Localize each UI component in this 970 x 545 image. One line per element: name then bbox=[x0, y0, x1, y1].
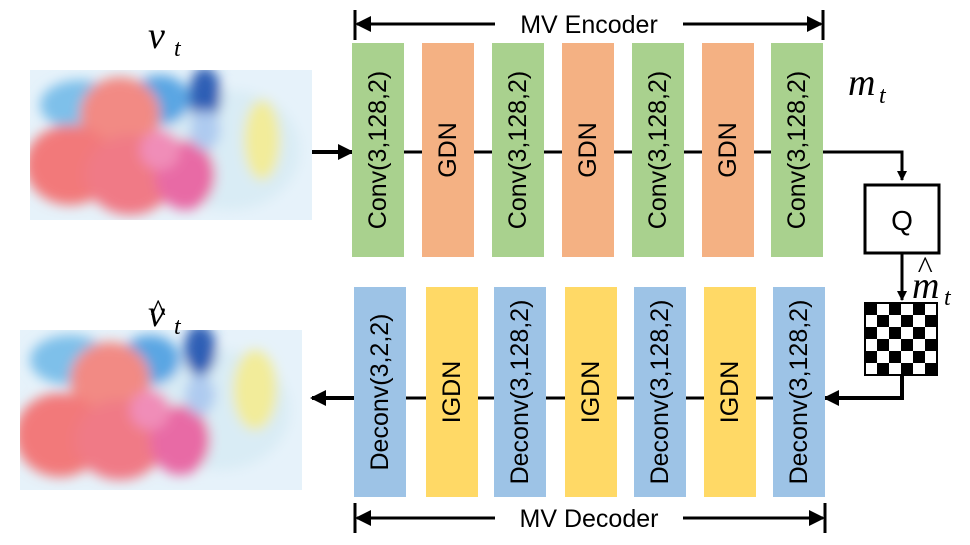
encoder-title-bracket: MV Encoder bbox=[353, 10, 825, 40]
output-label-sub: t bbox=[174, 314, 182, 340]
quantized-latent-base: m bbox=[912, 265, 939, 307]
quantized-latent-grid bbox=[864, 302, 938, 376]
block-label: Conv(3,128,2) bbox=[644, 71, 672, 229]
block-rect bbox=[426, 287, 478, 497]
block-rect bbox=[354, 287, 406, 497]
quantizer-label: Q bbox=[891, 205, 913, 236]
block-rect bbox=[494, 287, 546, 497]
block-rect bbox=[632, 43, 684, 257]
encoder-block-conv-1: Conv(3,128,2) bbox=[352, 43, 404, 257]
decoder-blocks: Deconv(3,2,2) IGDN Deconv(3,128,2) IGDN Deco… bbox=[354, 287, 825, 497]
encoder-block-conv-3: Conv(3,128,2) bbox=[492, 43, 544, 257]
block-label: Conv(3,128,2) bbox=[504, 71, 532, 229]
decoder-block-igdn-4: IGDN bbox=[565, 287, 617, 497]
block-label: GDN bbox=[714, 122, 742, 178]
block-rect bbox=[702, 43, 754, 257]
decoder-block-deconv-7: Deconv(3,128,2) bbox=[773, 287, 825, 497]
block-rect bbox=[565, 287, 617, 497]
quantized-latent-hat: ^ bbox=[917, 249, 933, 285]
block-rect bbox=[771, 43, 823, 257]
encoder-block-gdn-4: GDN bbox=[562, 43, 614, 257]
decoder-block-deconv-3: Deconv(3,128,2) bbox=[494, 287, 546, 497]
encoder-block-conv-5: Conv(3,128,2) bbox=[632, 43, 684, 257]
block-rect bbox=[352, 43, 404, 257]
encoder-block-gdn-6: GDN bbox=[702, 43, 754, 257]
encoder-block-conv-7: Conv(3,128,2) bbox=[771, 43, 823, 257]
block-label: Deconv(3,2,2) bbox=[366, 313, 394, 470]
block-label: Conv(3,128,2) bbox=[364, 71, 392, 229]
decoder-block-igdn-2: IGDN bbox=[426, 287, 478, 497]
block-label: IGDN bbox=[716, 361, 744, 424]
block-label: GDN bbox=[574, 122, 602, 178]
latent-label-base: m bbox=[848, 62, 875, 104]
block-label: Conv(3,128,2) bbox=[783, 71, 811, 229]
block-rect bbox=[704, 287, 756, 497]
output-label-base: v bbox=[148, 293, 165, 335]
latent-label-sub: t bbox=[879, 83, 887, 109]
output-label-hat: ^ bbox=[150, 292, 166, 328]
input-label: v t bbox=[148, 15, 182, 62]
encoder-title: MV Encoder bbox=[520, 11, 658, 39]
encoder-block-gdn-2: GDN bbox=[422, 43, 474, 257]
input-label-sub: t bbox=[174, 36, 182, 62]
input-flow-image bbox=[30, 70, 312, 220]
input-label-base: v bbox=[148, 15, 165, 57]
block-label: Deconv(3,128,2) bbox=[785, 300, 813, 485]
block-label: IGDN bbox=[577, 361, 605, 424]
encoder-to-quantizer-arrow bbox=[823, 150, 907, 181]
decoder-block-deconv-5: Deconv(3,128,2) bbox=[634, 287, 686, 497]
quantizer-box: Q bbox=[863, 183, 941, 255]
block-label: GDN bbox=[434, 122, 462, 178]
quantized-latent-sub: t bbox=[944, 285, 952, 311]
decoder-title-bracket: MV Decoder bbox=[353, 503, 827, 533]
encoder-blocks: Conv(3,128,2) GDN Conv(3,128,2) GDN Conv(3,1… bbox=[352, 43, 823, 257]
quantized-latent-label: ^ m t bbox=[912, 249, 952, 311]
block-rect bbox=[422, 43, 474, 257]
latent-to-decoder-arrow bbox=[823, 375, 904, 406]
decoder-title: MV Decoder bbox=[520, 505, 659, 533]
block-rect bbox=[773, 287, 825, 497]
decoder-block-igdn-6: IGDN bbox=[704, 287, 756, 497]
block-label: IGDN bbox=[438, 361, 466, 424]
decoder-block-deconv-1: Deconv(3,2,2) bbox=[354, 287, 406, 497]
latent-label: m t bbox=[848, 62, 887, 109]
block-rect bbox=[562, 43, 614, 257]
block-label: Deconv(3,128,2) bbox=[646, 300, 674, 485]
block-label: Deconv(3,128,2) bbox=[506, 300, 534, 485]
output-flow-image bbox=[20, 330, 302, 490]
block-rect bbox=[634, 287, 686, 497]
output-label: ^ v t bbox=[148, 292, 182, 340]
block-rect bbox=[492, 43, 544, 257]
